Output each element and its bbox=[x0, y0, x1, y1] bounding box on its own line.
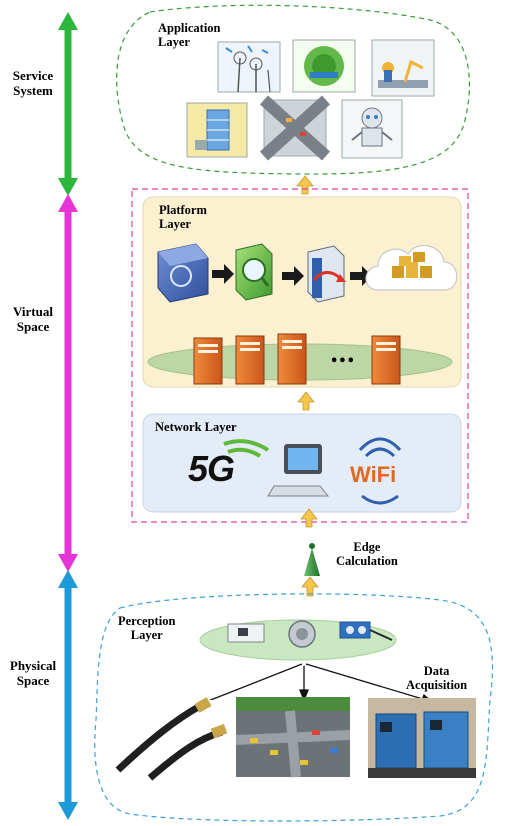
application-layer-title: Application Layer bbox=[158, 21, 221, 49]
perception-layer-title: Perception Layer bbox=[118, 614, 176, 642]
distance-sensor-icon bbox=[339, 621, 371, 639]
data-cube-icon bbox=[157, 243, 209, 303]
physical-space-region bbox=[94, 593, 494, 822]
green-city-icon bbox=[292, 39, 356, 93]
smart-factory-icon bbox=[371, 39, 435, 97]
server-1 bbox=[193, 337, 223, 385]
server-ellipsis: ••• bbox=[330, 354, 355, 369]
analysis-magnifier-icon bbox=[235, 243, 273, 301]
virtual-space-frame bbox=[131, 188, 469, 523]
up-arrow-perception-to-edge bbox=[301, 576, 319, 597]
platform-layer-title: Platform Layer bbox=[159, 203, 207, 231]
up-arrow-platform-to-application bbox=[296, 175, 314, 195]
virtual-space-label: Virtual Space bbox=[13, 304, 53, 334]
robot-icon bbox=[341, 99, 403, 159]
up-arrow-edge-to-network bbox=[300, 508, 318, 528]
virtual-space-bar bbox=[58, 194, 78, 572]
cloud-storage-icon bbox=[365, 245, 458, 291]
network-layer-title: Network Layer bbox=[155, 420, 237, 434]
service-system-bar bbox=[58, 12, 78, 196]
sensor-board-icon bbox=[227, 623, 265, 643]
application-layer-region bbox=[116, 4, 470, 175]
up-arrow-network-to-platform bbox=[297, 391, 315, 411]
physical-space-label: Physical Space bbox=[9, 658, 57, 688]
wifi-logo-text: WiFi bbox=[350, 462, 397, 487]
wifi-signal-icon bbox=[358, 437, 402, 505]
traffic-photo bbox=[235, 697, 351, 778]
server-2 bbox=[235, 335, 265, 385]
wind-turbines-icon bbox=[217, 41, 281, 93]
secure-processing-icon bbox=[307, 245, 346, 303]
flow-arrow-2 bbox=[282, 266, 304, 286]
smart-building-icon bbox=[186, 102, 248, 158]
flow-arrow-1 bbox=[212, 264, 234, 284]
gas-sensor-icon bbox=[288, 620, 316, 648]
five-g-logo-text: 5G bbox=[188, 448, 235, 489]
traffic-intersection-icon bbox=[259, 95, 331, 161]
generators-photo bbox=[368, 698, 476, 778]
server-4 bbox=[371, 335, 401, 385]
server-3 bbox=[277, 333, 307, 385]
sensor-wire bbox=[369, 629, 393, 641]
physical-space-bar bbox=[58, 570, 78, 820]
cables-photo bbox=[108, 697, 228, 781]
data-acquisition-label: Data Acquisition bbox=[406, 664, 468, 692]
5g-signal-icon bbox=[223, 439, 270, 458]
edge-calculation-label: Edge Calculation bbox=[336, 540, 398, 568]
computer-icon bbox=[267, 444, 330, 497]
service-system-label: Service System bbox=[12, 68, 54, 98]
edge-antenna-icon bbox=[304, 543, 320, 576]
